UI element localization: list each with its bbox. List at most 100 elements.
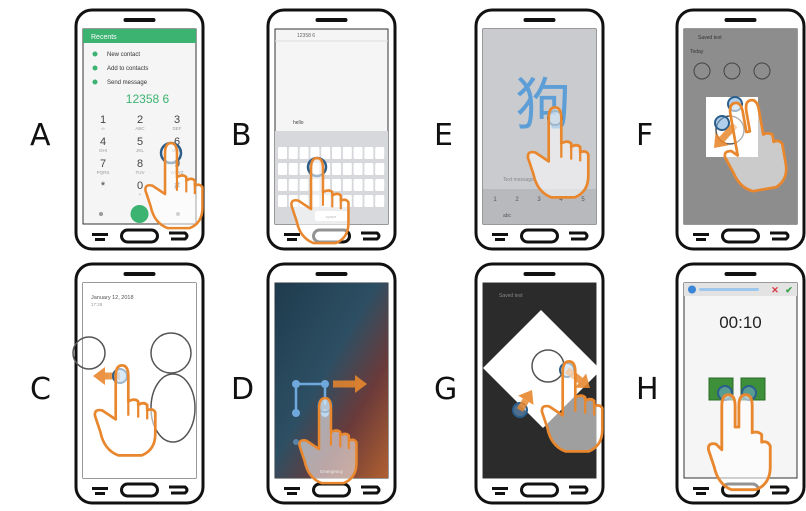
a-dialpad-icon xyxy=(99,212,103,216)
home-button xyxy=(120,228,159,244)
speaker xyxy=(523,18,556,22)
f-section: Today xyxy=(690,49,704,55)
b-key xyxy=(375,147,385,159)
b-key xyxy=(288,179,298,191)
f-touch-2 xyxy=(714,115,730,131)
b-key xyxy=(288,163,298,175)
b-key xyxy=(299,163,309,175)
f-sticker-thumb xyxy=(723,62,741,80)
label-d: D xyxy=(231,372,255,407)
home-button xyxy=(120,482,159,498)
home-button xyxy=(520,228,559,244)
e-ime-label: abc xyxy=(503,213,512,219)
b-key xyxy=(278,147,287,159)
c-time: 17:28 xyxy=(91,302,103,307)
menu-key-2 xyxy=(696,492,706,495)
b-key xyxy=(332,179,341,191)
a-key-digit: 4 xyxy=(100,136,106,148)
arrow-head xyxy=(575,373,590,388)
b-key xyxy=(364,147,374,159)
a-key-digit: 0 xyxy=(137,180,143,192)
speaker xyxy=(523,272,556,276)
label-a: A xyxy=(30,118,51,153)
h-close-icon: ✕ xyxy=(771,285,779,295)
a-key-sub: DEF xyxy=(173,126,182,131)
c-cat-head xyxy=(150,332,192,374)
g-title: Saved text xyxy=(499,293,523,299)
b-key xyxy=(353,147,363,159)
menu-key-2 xyxy=(95,492,105,495)
b-key xyxy=(299,147,309,159)
b-key xyxy=(364,195,374,207)
e-key: 4 xyxy=(559,197,563,203)
b-key xyxy=(278,179,287,191)
a-call-button xyxy=(130,205,149,223)
f-sticker-thumb xyxy=(753,62,771,80)
d-pattern-dot xyxy=(293,439,299,445)
a-key-digit: 3 xyxy=(174,114,180,126)
speaker xyxy=(315,272,348,276)
b-key xyxy=(332,163,341,175)
arrow-shaft xyxy=(516,398,529,412)
e-key: 5 xyxy=(581,197,585,203)
b-key xyxy=(364,179,374,191)
a-menu-icon xyxy=(92,79,98,85)
b-key xyxy=(321,147,331,159)
a-key-sub: GHI xyxy=(99,148,107,153)
b-contact: 12358 6 xyxy=(297,33,315,39)
b-key xyxy=(375,163,385,175)
menu-key xyxy=(492,233,508,236)
b-key xyxy=(342,147,352,159)
a-key-digit: 6 xyxy=(174,136,180,148)
home-button xyxy=(520,482,559,498)
menu-key-2 xyxy=(696,238,706,241)
a-key-digit: * xyxy=(101,180,106,192)
e-key: 3 xyxy=(537,197,541,203)
menu-key xyxy=(92,487,108,490)
label-e: E xyxy=(434,118,453,153)
a-key-digit: 8 xyxy=(137,158,143,170)
menu-key-2 xyxy=(287,492,297,495)
b-key xyxy=(278,163,287,175)
c-bear-head xyxy=(72,336,106,370)
b-key xyxy=(375,179,385,191)
f-title: Saved text xyxy=(698,35,722,41)
f-sticker-thumb xyxy=(693,62,711,80)
speaker xyxy=(123,18,156,22)
a-key-sub: PQRS xyxy=(97,170,110,175)
d-pattern-dot xyxy=(292,409,300,417)
arrow-head xyxy=(714,133,729,148)
h-timer: 00:10 xyxy=(719,313,762,332)
b-key xyxy=(278,195,287,207)
b-key xyxy=(375,195,385,207)
e-key: 1 xyxy=(493,197,497,203)
a-menu-item: Send message xyxy=(107,80,148,86)
h-check-icon: ✔ xyxy=(785,285,793,295)
menu-key-2 xyxy=(495,238,505,241)
menu-key xyxy=(693,233,709,236)
back-key xyxy=(361,485,381,495)
a-menu-icon xyxy=(92,51,98,57)
arrow-head xyxy=(93,367,105,385)
b-key xyxy=(288,147,298,159)
a-key-sub: JKL xyxy=(136,148,144,153)
b-key xyxy=(342,179,352,191)
menu-key-2 xyxy=(495,492,505,495)
back-key xyxy=(569,485,589,495)
back-key xyxy=(361,231,381,241)
b-key xyxy=(342,163,352,175)
a-header-text: Recents xyxy=(91,34,117,41)
b-key xyxy=(353,163,363,175)
label-c: C xyxy=(30,372,51,407)
a-key-digit: 1 xyxy=(100,114,106,126)
a-number: 12358 6 xyxy=(126,92,170,106)
a-menu-item: Add to contacts xyxy=(107,66,148,72)
a-menu-icon xyxy=(92,65,98,71)
a-key-digit: 7 xyxy=(100,158,106,170)
a-header-bar xyxy=(83,29,196,43)
home-button xyxy=(721,228,760,244)
b-key xyxy=(299,179,309,191)
